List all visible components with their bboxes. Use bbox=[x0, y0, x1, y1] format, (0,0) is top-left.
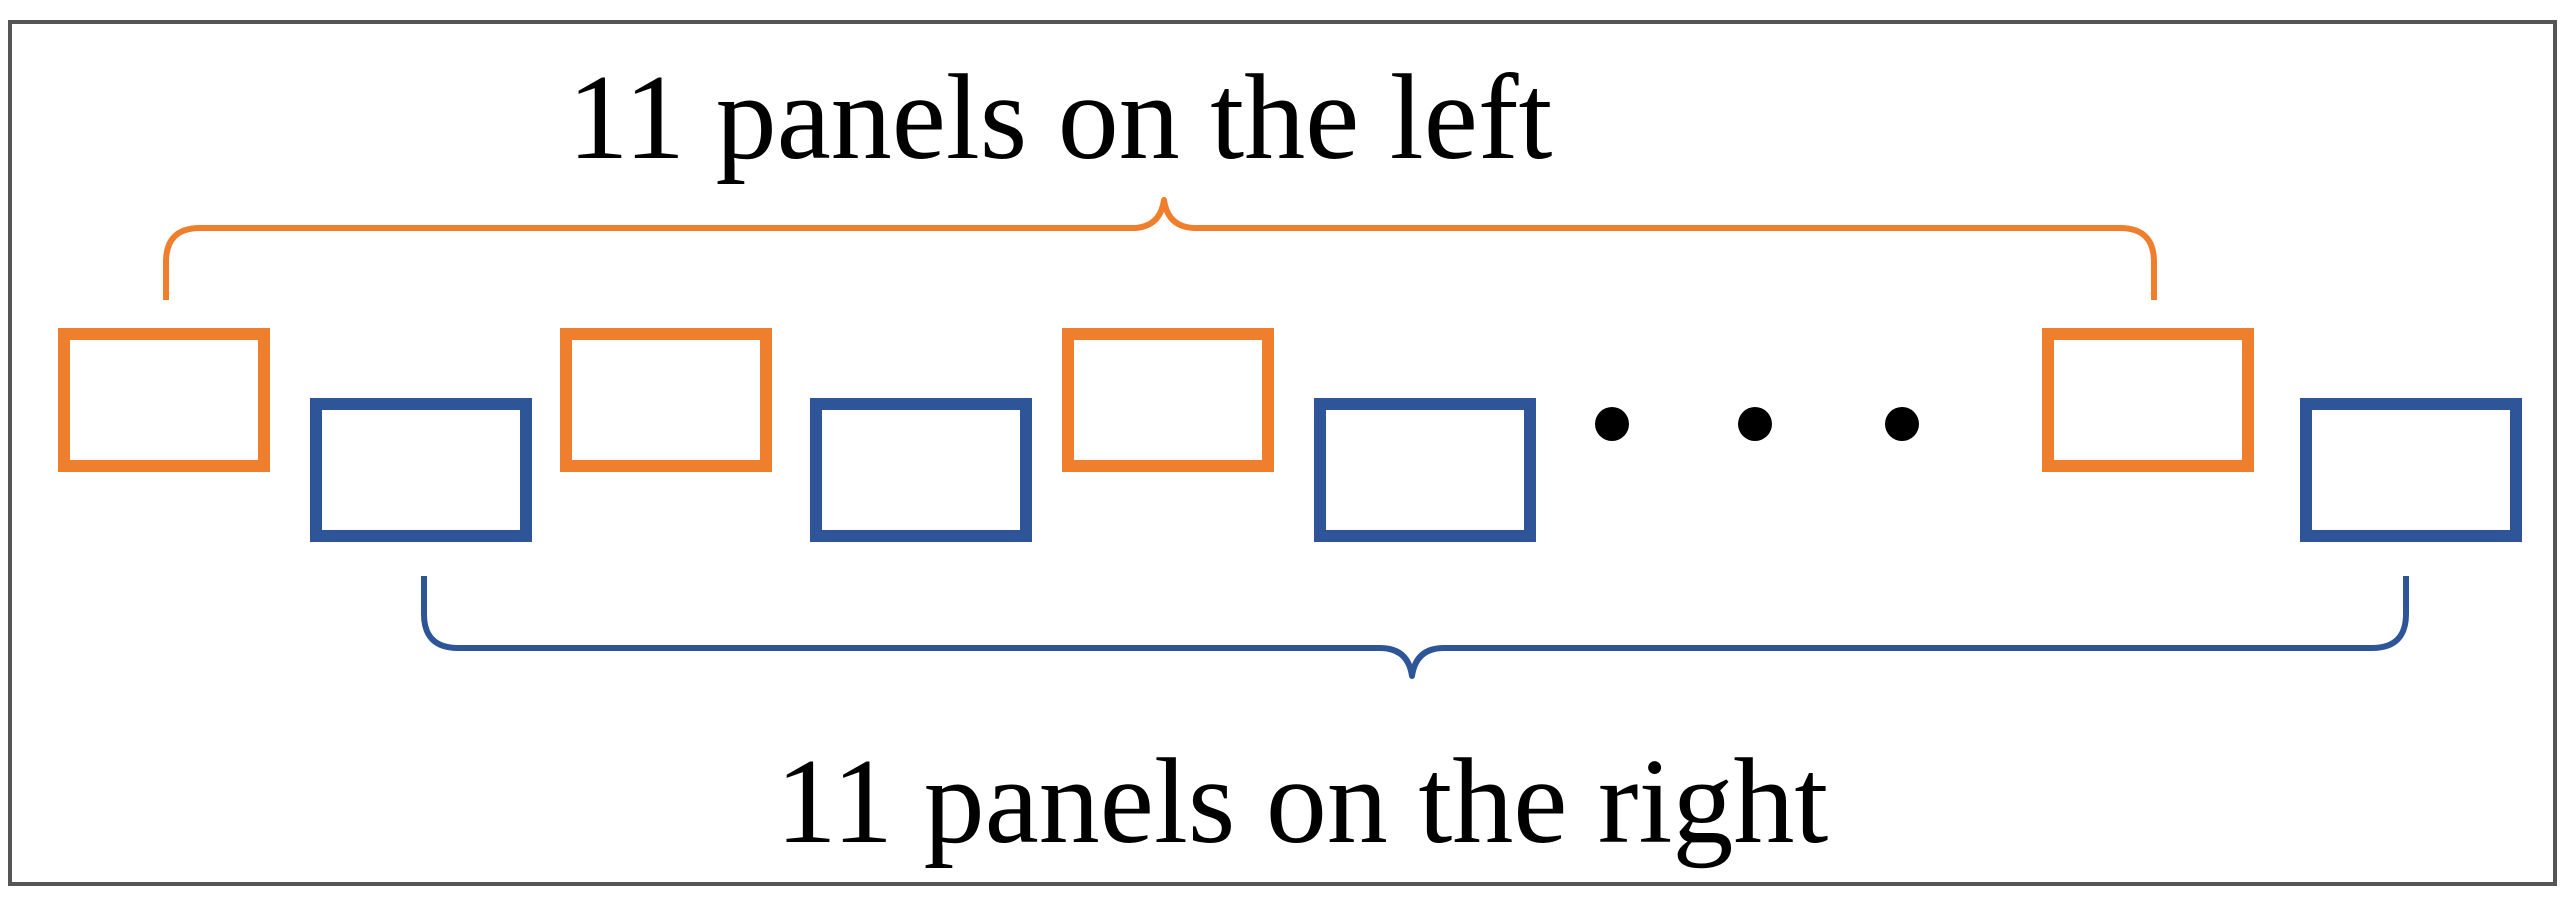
diagram-frame bbox=[8, 20, 2557, 886]
ellipsis-dots bbox=[1595, 407, 1919, 441]
right-panel-last bbox=[2300, 398, 2522, 542]
ellipsis-dot-3 bbox=[1885, 407, 1919, 441]
left-panel-2 bbox=[560, 328, 772, 472]
right-panel-2 bbox=[810, 398, 1032, 542]
left-panel-1 bbox=[58, 328, 270, 472]
left-panel-3 bbox=[1062, 328, 1274, 472]
left-panels-brace bbox=[163, 197, 2157, 300]
ellipsis-dot-2 bbox=[1738, 407, 1772, 441]
ellipsis-dot-1 bbox=[1595, 407, 1629, 441]
right-panels-label: 11 panels on the right bbox=[776, 734, 1829, 869]
left-panel-last bbox=[2042, 328, 2254, 472]
panel-row bbox=[58, 328, 2522, 542]
right-panel-3 bbox=[1314, 398, 1536, 542]
right-panel-1 bbox=[310, 398, 532, 542]
right-panels-brace bbox=[421, 576, 2409, 679]
left-panels-label: 11 panels on the left bbox=[568, 50, 1553, 185]
